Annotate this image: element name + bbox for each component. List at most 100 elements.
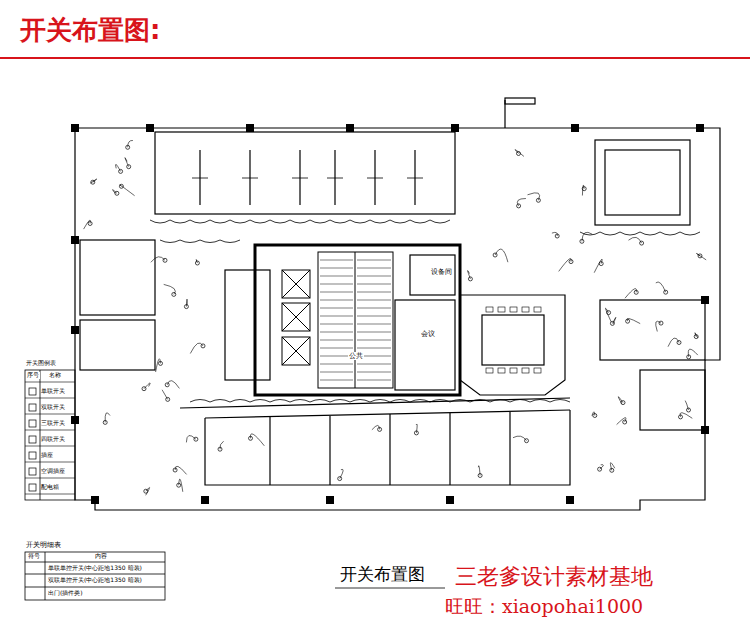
switch-wire [618, 397, 623, 404]
switch-wire [582, 232, 592, 241]
switch-wire [120, 185, 135, 196]
light-strip [580, 232, 700, 235]
table-rule [40, 370, 41, 500]
light-fixture [414, 150, 415, 205]
stair-rail [355, 252, 356, 388]
chair [486, 307, 493, 312]
stair-tread [357, 364, 391, 365]
stair-tread [357, 348, 391, 349]
ceiling [605, 150, 680, 215]
stair-tread [320, 332, 353, 333]
switch-wire [175, 466, 187, 474]
switch-wire [656, 321, 661, 331]
stair-tread [320, 348, 353, 349]
stair-tread [357, 308, 391, 309]
column [71, 326, 79, 334]
switch-wire [617, 418, 626, 425]
stair-tread [357, 332, 391, 333]
stair-tread [357, 380, 391, 381]
light-fixture [242, 178, 258, 179]
switch-wire [113, 190, 117, 194]
switch-wire [196, 259, 197, 263]
chair [522, 307, 529, 312]
chair [534, 307, 541, 312]
meeting-room [460, 295, 565, 395]
switch-wire [90, 179, 96, 183]
table-title: 开关明细表 [25, 541, 62, 549]
legend-tables [25, 370, 445, 600]
switch-wire [552, 232, 557, 236]
column [696, 124, 704, 132]
legend-symbol [29, 388, 36, 395]
stair-tread [320, 300, 353, 301]
table-rule [25, 462, 75, 463]
switch-wire [594, 259, 602, 273]
switch-wire [582, 185, 584, 196]
light-fixture [299, 150, 300, 205]
table-rule [25, 494, 75, 495]
room-wall [595, 140, 690, 225]
room-label: 设备间 [430, 268, 453, 276]
table-cell: 双联单控开关(中心距地1350 暗装) [48, 577, 142, 584]
room-wall [80, 240, 155, 315]
table-cell: 插座 [41, 452, 53, 459]
switch-wire [600, 465, 604, 470]
watermark: 旺旺：xiaopohai1000 [445, 596, 643, 618]
room-wall [640, 370, 705, 430]
chair [498, 307, 505, 312]
switch-wire [610, 463, 614, 471]
outer-wall [75, 128, 720, 510]
room-label: 公共 [348, 352, 364, 360]
switch-wire [250, 434, 264, 446]
table-cell: 空调插座 [41, 468, 65, 475]
switch-wire [179, 479, 183, 492]
corridor-wall [180, 398, 570, 408]
table-rule [25, 574, 165, 575]
table-rule [25, 446, 75, 447]
stair-tread [357, 324, 391, 325]
room-wall [80, 320, 155, 370]
switch-wire [116, 164, 121, 171]
partition [269, 417, 270, 485]
light-fixture [192, 178, 208, 179]
legend-symbol [29, 436, 36, 443]
switch-wire [629, 237, 642, 243]
switch-wire [517, 199, 526, 206]
riser-box [505, 98, 535, 104]
table [482, 315, 544, 365]
switch-wire [186, 435, 196, 442]
walls [75, 98, 720, 510]
stair-tread [357, 284, 391, 285]
table-cell: 单联单控开关(中心距地1350 暗装) [48, 565, 142, 572]
room-wall [395, 300, 455, 390]
legend-symbol [29, 420, 36, 427]
stair-tread [320, 260, 353, 261]
column [701, 426, 709, 434]
light-strip [150, 220, 450, 223]
column [201, 496, 209, 504]
stair-tread [320, 340, 353, 341]
light-strip [190, 400, 570, 403]
switch-wire [144, 383, 150, 389]
chair [486, 368, 493, 373]
light-fixture [199, 150, 200, 205]
lifts [282, 252, 393, 388]
stair-tread [320, 276, 353, 277]
light-fixture [249, 150, 250, 205]
table-rule [25, 562, 165, 563]
table-cell: 单联开关 [41, 388, 65, 395]
switch-wire [515, 150, 524, 157]
chair [510, 307, 517, 312]
core [255, 245, 460, 395]
table-header: 内容 [95, 553, 107, 560]
column [246, 124, 254, 132]
stair [318, 252, 393, 388]
room-wall [410, 255, 455, 295]
switch-wire [612, 317, 615, 324]
stair-tread [320, 380, 353, 381]
table-rule [25, 398, 75, 399]
column [91, 496, 99, 504]
column [71, 124, 79, 132]
room-wall [225, 270, 270, 380]
drawing-caption: 开关布置图 [340, 565, 425, 585]
